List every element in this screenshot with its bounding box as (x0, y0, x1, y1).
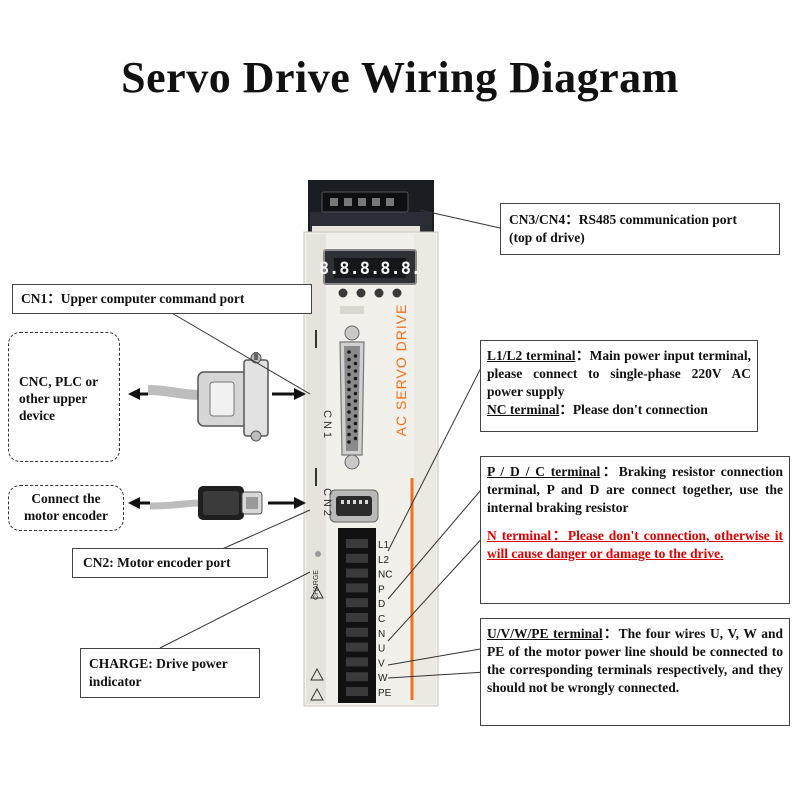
cn1-pin (347, 440, 351, 444)
display-value: 8.8.8.8.8. (319, 259, 421, 279)
front-brand-label: AC SERVO DRIVE (393, 304, 409, 437)
cn1-pin (354, 429, 358, 433)
power-terminal-block (338, 528, 376, 703)
callout-cn3-cn4-line1: CN3/CN4：RS485 communication port (509, 211, 771, 229)
charge-indicator (315, 551, 321, 557)
cn2-side-label: CN2 (321, 488, 333, 519)
nc-body: ：Please don't connection (559, 402, 708, 417)
terminal-slot (346, 569, 368, 578)
cn1-pin (354, 422, 358, 426)
encoder-device-label: Connect the motor encoder (24, 491, 108, 523)
cn1-side-label: CN1 (321, 410, 333, 441)
terminal-label-l1: L1 (378, 540, 390, 551)
terminal-label-l2: L2 (378, 555, 390, 566)
pdc-heading: P / D / C terminal (487, 464, 600, 479)
callout-cn3-cn4-line2: (top of drive) (509, 229, 771, 247)
terminal-label-c: C (378, 614, 385, 625)
callout-p-d-c: P / D / C terminal：Braking resistor conn… (480, 456, 790, 604)
cn1-pin (347, 373, 351, 377)
cn1-pin (347, 410, 351, 414)
cn1-pin (347, 425, 351, 429)
callout-uvw-pe: U/V/W/PE terminal：The four wires U, V, W… (480, 618, 790, 726)
cn1-pin (347, 418, 351, 422)
cn1-pin (354, 414, 358, 418)
terminal-label-w: W (378, 673, 388, 684)
terminal-slot (346, 643, 368, 652)
cn1-pin (347, 433, 351, 437)
terminal-slot (346, 687, 368, 696)
terminal-slot (346, 598, 368, 607)
cn1-pin (354, 399, 358, 403)
terminal-label-pe: PE (378, 688, 392, 699)
callout-l1-l2: L1/L2 terminal：Main power input terminal… (480, 340, 758, 432)
cn1-pin (354, 377, 358, 381)
encoder-device-box: Connect the motor encoder (8, 485, 124, 531)
encoder-cable (150, 486, 262, 520)
callout-cn3-cn4: CN3/CN4：RS485 communication port (top of… (500, 203, 780, 255)
cn1-pin (347, 365, 351, 369)
terminal-slot (346, 583, 368, 592)
cn1-pin (347, 380, 351, 384)
callout-charge-text: CHARGE: Drive power indicator (89, 656, 227, 689)
terminal-label-nc: NC (378, 570, 392, 581)
cn1-pin (354, 354, 358, 358)
cn1-pin (354, 362, 358, 366)
terminal-slot (346, 539, 368, 548)
n-heading: N terminal (487, 528, 551, 543)
callout-cn1-text: CN1：Upper computer command port (21, 291, 244, 306)
terminal-label-u: U (378, 644, 385, 655)
callout-cn2: CN2: Motor encoder port (72, 548, 268, 578)
upper-device-box: CNC, PLC or other upper device (8, 332, 120, 462)
terminal-slot (346, 657, 368, 666)
cn1-pin (347, 403, 351, 407)
cn1-pin (354, 437, 358, 441)
terminal-slot (346, 554, 368, 563)
cn1-pin (347, 388, 351, 392)
uvw-heading: U/V/W/PE terminal (487, 626, 603, 641)
top-connector-block (308, 180, 434, 236)
cn1-pin (347, 350, 351, 354)
cn1-pin (354, 392, 358, 396)
terminal-slot (346, 613, 368, 622)
l1-l2-heading: L1/L2 terminal (487, 348, 575, 363)
terminal-label-d: D (378, 599, 385, 610)
upper-device-label: CNC, PLC or other upper device (19, 374, 98, 423)
cn1-pin (354, 369, 358, 373)
charge-label: CHARGE (313, 570, 320, 600)
terminal-label-n: N (378, 629, 385, 640)
callout-cn1: CN1：Upper computer command port (12, 284, 312, 314)
nc-heading: NC terminal (487, 402, 559, 417)
callout-charge: CHARGE: Drive power indicator (80, 648, 260, 698)
cn1-pin (347, 358, 351, 362)
upper-device-cable (148, 352, 268, 441)
cn1-pin (347, 395, 351, 399)
callout-cn2-text: CN2: Motor encoder port (83, 555, 231, 570)
terminal-slot (346, 628, 368, 637)
terminal-label-v: V (378, 658, 385, 669)
cn1-pin (354, 407, 358, 411)
cn1-pin (354, 384, 358, 388)
terminal-label-p: P (378, 584, 385, 595)
terminal-slot (346, 672, 368, 681)
